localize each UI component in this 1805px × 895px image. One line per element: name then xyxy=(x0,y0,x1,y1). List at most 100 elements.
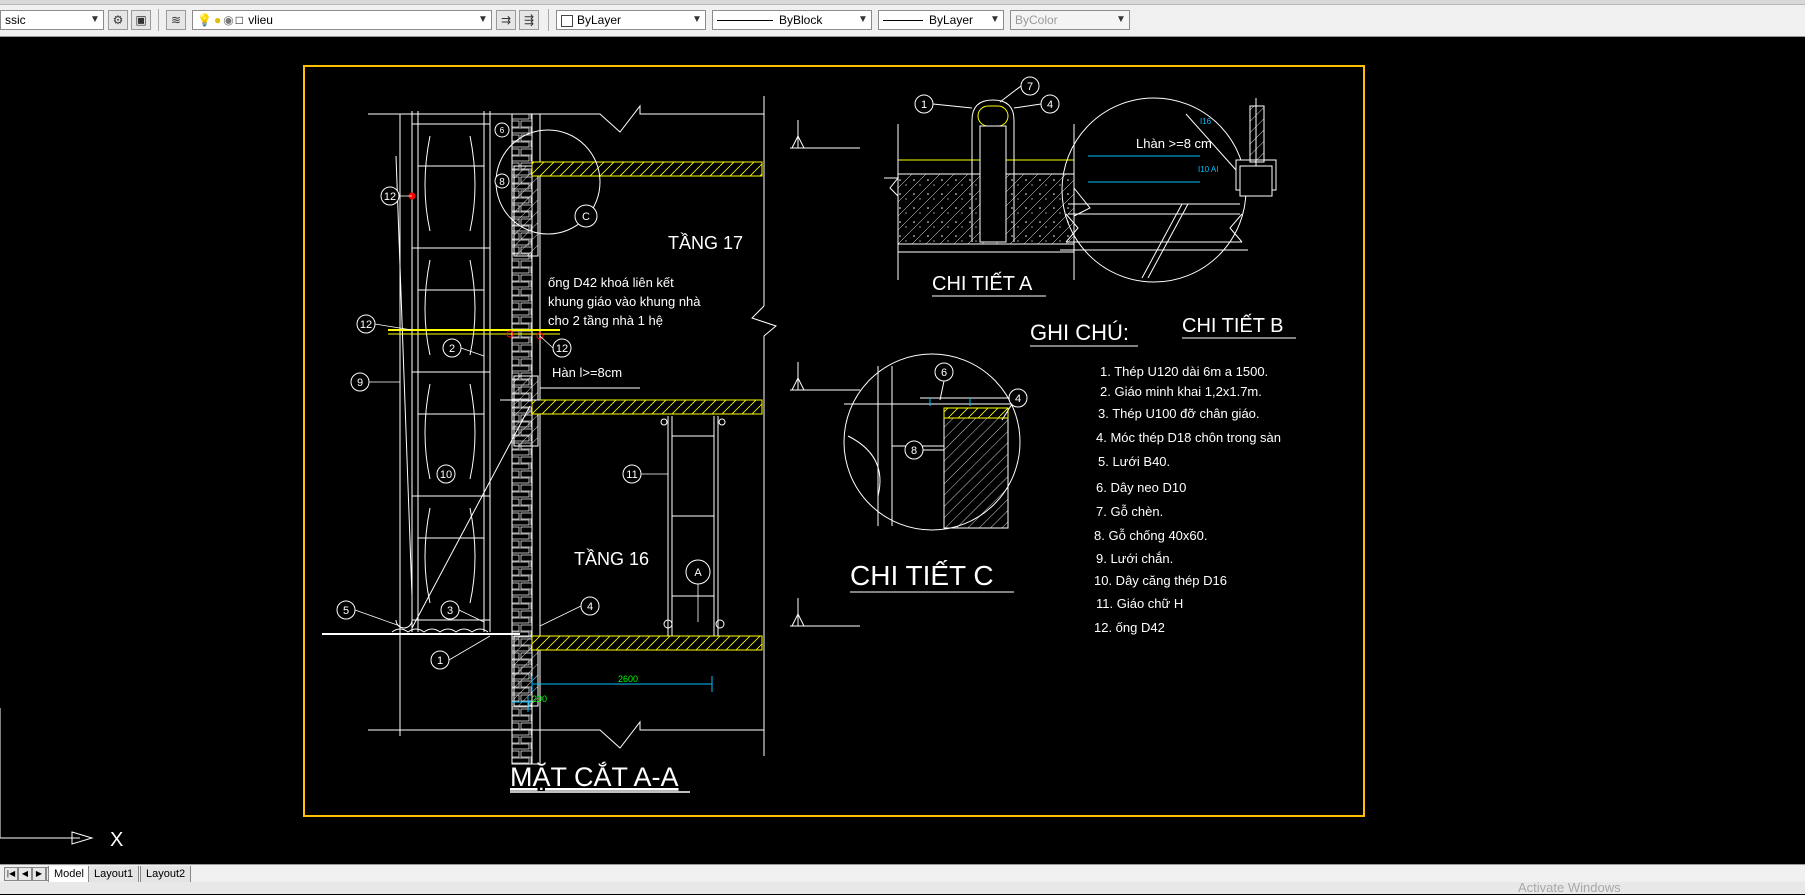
callout-2: 2 xyxy=(449,343,455,355)
detail-a-callouts xyxy=(914,76,1060,114)
detail-a-callout-4: 4 xyxy=(1047,99,1053,111)
tab-layout2[interactable]: Layout2 xyxy=(140,866,192,883)
properties-toolbar: ssic ▼ ⚙ ▣ ≋ 💡●◉□ vlieu ▼ ⇉ ⇶ ByLayer ▼ … xyxy=(0,0,1805,37)
detail-c-callouts xyxy=(904,362,1028,460)
detail-a xyxy=(884,99,1091,280)
lock-icon: ◉ xyxy=(223,13,234,27)
note-pipe-line2: khung giáo vào khung nhà xyxy=(548,294,701,309)
note-item: 12. ống D42 xyxy=(1094,620,1165,635)
callout-6: 6 xyxy=(500,126,505,135)
note-item: 9. Lưới chắn. xyxy=(1096,551,1173,566)
toolbar-top-strip xyxy=(0,0,1805,5)
activation-watermark: Activate Windows xyxy=(1518,880,1621,895)
callout-12: 12 xyxy=(556,343,568,355)
ucs-icon xyxy=(0,708,94,845)
callout-11: 11 xyxy=(626,469,637,481)
detail-c xyxy=(843,353,1021,531)
status-bar xyxy=(0,882,1805,894)
weld-note: Hàn l>=8cm xyxy=(552,365,622,380)
callout-8: 8 xyxy=(499,177,505,188)
note-item: 3. Thép U100 đỡ chân giáo. xyxy=(1098,406,1260,421)
section-a-a xyxy=(322,96,860,765)
toolbar-separator xyxy=(158,9,159,31)
callout-a: A xyxy=(694,567,702,579)
ucs-x-label: X xyxy=(110,829,123,851)
callout-12: 12 xyxy=(360,319,372,331)
note-item: 6. Dây neo D10 xyxy=(1096,480,1186,495)
color-combo[interactable]: ByLayer ▼ xyxy=(556,10,706,30)
layer-properties-icon[interactable]: ≋ xyxy=(166,10,186,30)
note-pipe-line3: cho 2 tầng nhà 1 hệ xyxy=(548,313,663,328)
toolbar-separator xyxy=(548,9,549,31)
note-item: 7. Gỗ chèn. xyxy=(1096,504,1163,519)
lineweight-swatch xyxy=(883,20,923,22)
detail-c-callout-4: 4 xyxy=(1015,393,1021,405)
drawing-frame xyxy=(303,65,1365,817)
note-item: 10. Dây căng thép D16 xyxy=(1094,573,1227,588)
callout-4: 4 xyxy=(587,601,593,613)
color-swatch-icon xyxy=(561,14,573,27)
callout-1: 1 xyxy=(437,655,443,667)
note-item: 11. Giáo chữ H xyxy=(1096,596,1183,611)
note-item: 1. Thép U120 dài 6m a 1500. xyxy=(1100,364,1268,379)
note-item: 4. Móc thép D18 chôn trong sàn xyxy=(1096,430,1281,445)
callout-9: 9 xyxy=(357,377,363,389)
detail-c-title: CHI TIẾT C xyxy=(850,560,994,591)
section-title: MẶT CẮT A-A xyxy=(510,761,679,792)
layer-combo[interactable]: 💡●◉□ vlieu ▼ xyxy=(192,10,492,30)
detail-b-weld: Lhàn >=8 cm xyxy=(1136,136,1212,151)
chevron-down-icon: ▼ xyxy=(90,14,100,25)
first-tab-icon[interactable]: |◀ xyxy=(4,867,18,881)
callout-10: 10 xyxy=(440,469,452,481)
callout-3: 3 xyxy=(447,605,453,617)
plotstyle-combo: ByColor ▼ xyxy=(1010,10,1130,30)
sun-icon: ● xyxy=(213,13,222,27)
detail-c-callout-6: 6 xyxy=(941,367,947,379)
note-item: 8. Gỗ chống 40x60. xyxy=(1094,528,1207,543)
dim-2600: 2600 xyxy=(618,674,638,684)
drawing-canvas[interactable]: X MẶT CẮT A-A TẦNG 17 TẦNG 16 ống D42 kh… xyxy=(0,36,1805,864)
detail-b-title: CHI TIẾT B xyxy=(1182,314,1284,337)
callout-12: 12 xyxy=(384,191,396,203)
callout-5: 5 xyxy=(343,605,349,617)
detail-b-i16: I16 xyxy=(1200,117,1212,126)
make-current-layer-icon[interactable]: ⇉ xyxy=(496,10,516,30)
detail-b xyxy=(1060,97,1277,283)
linetype-combo[interactable]: ByBlock ▼ xyxy=(712,10,872,30)
chevron-down-icon: ▼ xyxy=(692,14,702,25)
chevron-down-icon: ▼ xyxy=(478,14,488,25)
callout-c: C xyxy=(582,211,590,223)
detail-a-callout-7: 7 xyxy=(1027,81,1033,93)
chevron-down-icon: ▼ xyxy=(858,14,868,25)
color-swatch-icon: □ xyxy=(235,13,243,27)
customize-icon[interactable]: ▣ xyxy=(131,10,151,30)
note-item: 5. Lưới B40. xyxy=(1098,454,1170,469)
lineweight-value: ByLayer xyxy=(929,13,974,27)
detail-c-callout-8: 8 xyxy=(911,445,917,457)
next-tab-icon[interactable]: ▶ xyxy=(32,867,46,881)
callout-leaders xyxy=(354,195,699,661)
dim-200: 200 xyxy=(532,694,547,704)
plotstyle-value: ByColor xyxy=(1015,13,1058,27)
chevron-down-icon: ▼ xyxy=(990,14,1000,25)
layer-previous-icon[interactable]: ⇶ xyxy=(519,10,539,30)
note-pipe-line1: ống D42 khoá liên kết xyxy=(548,275,674,290)
floor-17-label: TẦNG 17 xyxy=(668,232,743,253)
tab-model[interactable]: Model xyxy=(48,866,90,883)
lineweight-combo[interactable]: ByLayer ▼ xyxy=(878,10,1004,30)
layout-tab-bar: |◀ ◀ ▶ ▶| Model Layout1 Layout2 xyxy=(0,864,1805,883)
workspace-value: ssic xyxy=(5,13,26,27)
layer-value: vlieu xyxy=(248,13,273,27)
color-value: ByLayer xyxy=(577,13,622,27)
workspace-settings-icon[interactable]: ⚙ xyxy=(108,10,128,30)
floor-16-label: TẦNG 16 xyxy=(574,548,649,569)
detail-a-title: CHI TIẾT A xyxy=(932,272,1033,295)
chevron-down-icon: ▼ xyxy=(1116,14,1126,25)
tab-layout1[interactable]: Layout1 xyxy=(88,866,140,883)
note-item: 2. Giáo minh khai 1,2x1.7m. xyxy=(1100,384,1262,399)
detail-b-i10: I10 AI xyxy=(1198,165,1218,174)
previous-tab-icon[interactable]: ◀ xyxy=(18,867,32,881)
workspace-combo[interactable]: ssic ▼ xyxy=(0,10,104,30)
detail-a-callout-1: 1 xyxy=(921,99,927,111)
linetype-swatch xyxy=(717,20,773,22)
